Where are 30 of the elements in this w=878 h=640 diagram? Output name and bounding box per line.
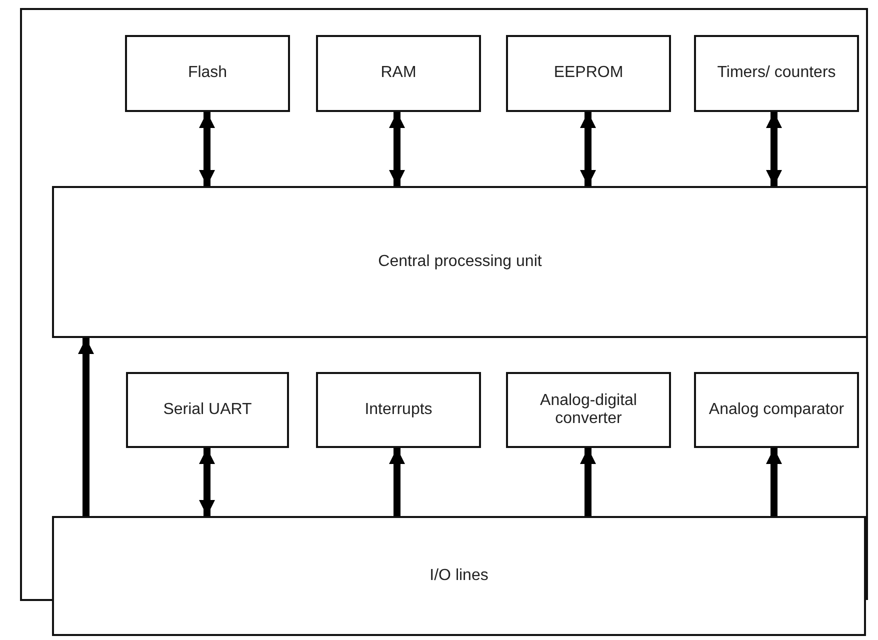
block-box	[506, 372, 671, 448]
block-box	[694, 372, 859, 448]
outline-box	[20, 8, 868, 516]
arrow	[389, 112, 405, 186]
block-label: I/O lines	[428, 566, 490, 586]
block-box	[316, 35, 481, 112]
block-box	[126, 372, 289, 448]
block-box	[506, 35, 671, 112]
block-box	[316, 372, 481, 448]
block-box	[125, 35, 290, 112]
block-label: Timers/ counters	[716, 63, 837, 84]
block-label: Interrupts	[364, 400, 434, 420]
arrow	[78, 338, 94, 516]
arrow	[580, 112, 596, 186]
block-label: Central processing unit	[377, 252, 543, 272]
arrow	[389, 448, 405, 516]
block-box	[52, 186, 868, 338]
block-label: Analog-digital converter	[539, 390, 638, 429]
block-box	[694, 35, 859, 112]
block-label: EEPROM	[552, 63, 624, 84]
arrow	[580, 448, 596, 516]
block-label: RAM	[380, 63, 418, 84]
block-label: Flash	[186, 63, 228, 84]
block-label: Analog comparator	[708, 400, 846, 420]
arrow	[199, 112, 215, 186]
arrow	[766, 112, 782, 186]
block-label: Serial UART	[162, 400, 253, 420]
arrow	[766, 448, 782, 516]
arrow	[199, 448, 215, 516]
block-box	[52, 516, 866, 636]
